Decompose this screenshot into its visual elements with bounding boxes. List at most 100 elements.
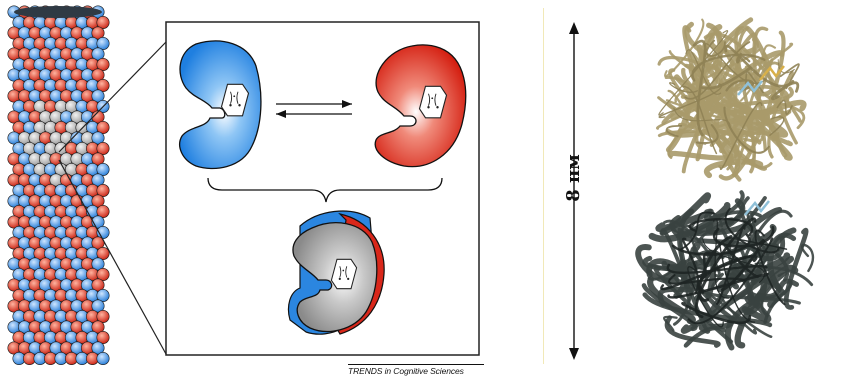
alpha-subunit-ribbon <box>779 63 800 90</box>
alpha-subunit-ribbon <box>658 30 729 116</box>
tubulin-subunit <box>91 152 105 166</box>
tubulin-subunit <box>91 278 105 292</box>
alpha-subunit-ribbon <box>777 59 795 75</box>
tubulin-subunit <box>91 257 105 271</box>
alpha-subunit-ribbon <box>721 127 762 146</box>
tubulin-subunit <box>91 68 105 82</box>
alpha-subunit-ribbon <box>719 101 763 170</box>
zoom-line-top <box>58 41 167 153</box>
scale-arrow <box>569 22 579 360</box>
tubulin-subunit <box>96 142 110 156</box>
beta-subunit-ribbon <box>800 243 815 273</box>
tubulin-subunit <box>96 267 110 281</box>
alpha-subunit-ribbon <box>723 106 770 154</box>
panel-divider <box>543 8 544 364</box>
alpha-subunit-ribbon <box>725 79 755 92</box>
tubulin-subunit <box>96 36 110 50</box>
beta-subunit-ribbon <box>730 246 753 302</box>
tubulin-subunit <box>96 288 110 302</box>
tubulin-red-state <box>374 44 467 168</box>
microtubule <box>7 5 110 365</box>
tubulin-subunit <box>96 57 110 71</box>
tubulin-subunit <box>96 247 110 261</box>
alpha-subunit-ribbon <box>769 116 785 136</box>
scale-label: 8 нм <box>562 154 584 202</box>
microtubule-end <box>14 6 102 18</box>
tubulin-subunit <box>96 330 110 344</box>
tubulin-subunit <box>91 47 105 61</box>
tubulin-subunit <box>91 89 105 103</box>
beta-subunit-ribbon <box>647 276 696 325</box>
tubulin-subunit <box>91 110 105 124</box>
brace <box>207 177 443 203</box>
tubulin-subunit <box>91 341 105 355</box>
alpha-subunit-ribbon <box>776 99 793 115</box>
beta-subunit-ribbon <box>688 278 801 305</box>
alpha-subunit-ribbon <box>729 61 782 163</box>
alpha-subunit-ribbon <box>695 64 719 126</box>
alpha-subunit-ribbon <box>682 85 718 155</box>
tubulin-subunit <box>91 299 105 313</box>
beta-subunit-ribbon <box>687 237 774 324</box>
alpha-subunit-ribbon <box>703 32 802 123</box>
bound-ligand <box>744 200 770 216</box>
alpha-subunit-ribbon <box>768 94 806 130</box>
tubulin-subunit <box>96 163 110 177</box>
tubulin-blue-state <box>179 40 262 170</box>
alpha-subunit-ribbon <box>692 40 707 137</box>
tubulin-subunit <box>91 320 105 334</box>
alpha-subunit-ribbon <box>663 18 705 78</box>
tubulin-superposition <box>287 210 385 335</box>
tubulin-subunit <box>91 173 105 187</box>
beta-subunit-ribbon <box>784 227 809 310</box>
beta-subunit-ribbon <box>697 251 717 279</box>
beta-subunit-ribbon <box>670 227 764 257</box>
bound-ligand <box>737 80 763 96</box>
beta-subunit-ribbon <box>688 217 754 237</box>
alpha-subunit-ribbon <box>684 41 751 100</box>
alpha-subunit-ribbon <box>703 43 767 85</box>
tubulin-subunit <box>96 205 110 219</box>
tubulin-subunit <box>96 121 110 135</box>
source-credit: TRENDS in Cognitive Sciences <box>348 364 484 376</box>
alpha-subunit-ribbon <box>696 124 719 145</box>
alpha-subunit-ribbon <box>668 82 699 93</box>
alpha-subunit-ribbon <box>744 25 772 71</box>
beta-subunit-ribbon <box>713 225 775 248</box>
alpha-subunit-ribbon <box>724 44 795 88</box>
alpha-subunit-ribbon <box>725 99 789 138</box>
alpha-subunit-ribbon <box>657 129 765 138</box>
alpha-subunit-ribbon <box>736 52 751 64</box>
equilibrium-arrows <box>276 100 352 118</box>
tubulin-dimer-structure <box>635 17 815 351</box>
beta-subunit-ribbon <box>724 207 780 254</box>
alpha-subunit-ribbon <box>685 49 722 95</box>
alpha-subunit-ribbon <box>658 83 723 119</box>
beta-subunit-ribbon <box>718 241 756 323</box>
beta-subunit-ribbon <box>663 315 678 332</box>
tubulin-subunit <box>96 351 110 365</box>
beta-subunit-ribbon <box>694 217 757 319</box>
zoom-line-bottom <box>58 159 167 355</box>
alpha-subunit-ribbon <box>665 24 723 153</box>
beta-subunit-ribbon <box>646 264 773 338</box>
tubulin-subunit <box>96 184 110 198</box>
tubulin-subunit <box>91 26 105 40</box>
alpha-subunit-ribbon <box>701 66 752 90</box>
alpha-subunit-ribbon <box>770 81 800 101</box>
tubulin-subunit <box>91 194 105 208</box>
beta-subunit-ribbon <box>692 242 705 265</box>
beta-subunit-ribbon <box>702 238 765 284</box>
beta-subunit-ribbon <box>720 239 765 292</box>
tubulin-subunit <box>91 131 105 145</box>
alpha-subunit-ribbon <box>744 71 764 94</box>
tubulin-subunit <box>96 79 110 93</box>
beta-subunit-ribbon <box>681 302 752 325</box>
alpha-subunit-ribbon <box>665 124 683 138</box>
tubulin-subunit <box>96 15 110 29</box>
beta-subunit-ribbon <box>682 237 699 295</box>
beta-subunit-ribbon <box>754 229 786 306</box>
beta-subunit-ribbon <box>648 202 731 243</box>
beta-subunit-ribbon <box>763 280 793 324</box>
